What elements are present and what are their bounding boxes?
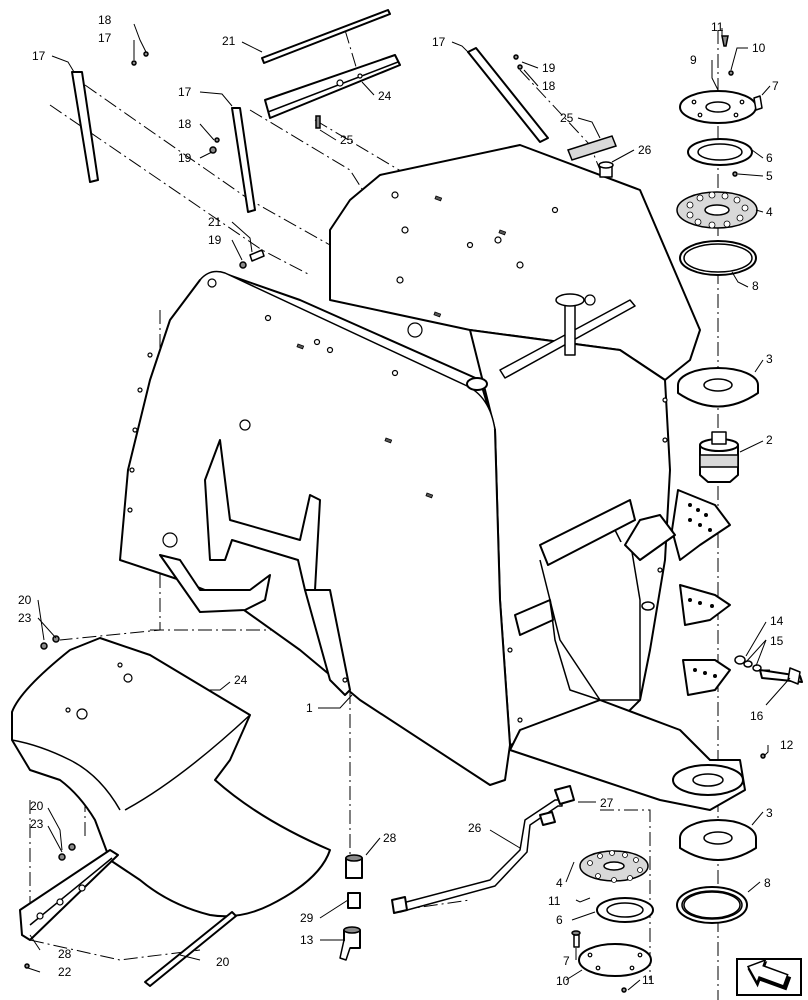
hydraulic-line — [339, 785, 575, 961]
callout-25-lower: 22 — [58, 965, 72, 979]
callout-19-top: 18 — [98, 13, 112, 27]
callout-18-right: 18 — [542, 79, 556, 93]
callout-8-lower: 8 — [764, 876, 771, 890]
next-page-arrow-icon[interactable] — [736, 958, 802, 996]
callout-7: 7 — [772, 79, 779, 93]
callout-6: 6 — [766, 151, 773, 165]
callout-17-right: 17 — [432, 35, 446, 49]
callout-9: 9 — [690, 53, 697, 67]
callout-3-lower: 3 — [766, 806, 773, 820]
callout-27: 24 — [234, 673, 248, 687]
callout-2: 2 — [766, 433, 773, 447]
callout-33: 29 — [300, 911, 314, 925]
post-parts — [71, 47, 549, 213]
callout-20-top: 19 — [208, 233, 222, 247]
callout-22: 21 — [208, 215, 222, 229]
callout-17-left: 17 — [32, 49, 46, 63]
callout-10: 10 — [752, 41, 766, 55]
callout-19-right: 19 — [542, 61, 556, 75]
callout-15: 15 — [770, 634, 784, 648]
callout-26: 26 — [638, 143, 652, 157]
small-plate — [567, 135, 617, 161]
bushing — [598, 161, 614, 178]
callout-31: 27 — [600, 796, 614, 810]
bearing-stack-bottom — [571, 819, 757, 977]
callout-30: 26 — [468, 821, 482, 835]
callout-24: 24 — [378, 89, 392, 103]
main-frame-weldment — [119, 144, 746, 811]
hardware — [24, 35, 803, 993]
callout-19-mid: 19 — [178, 151, 192, 165]
callout-11: 11 — [711, 20, 724, 34]
fender-panel — [11, 637, 331, 918]
callout-28: 28 — [58, 947, 72, 961]
callout-3: 3 — [766, 352, 773, 366]
arrow-glyph-icon — [746, 958, 792, 991]
callout-12: 12 — [780, 738, 794, 752]
callout-7-lower: 7 — [563, 954, 570, 968]
callout-11-lower: 11 — [642, 973, 655, 987]
callout-21-lower: 20 — [216, 955, 230, 969]
callout-25-top: 25 — [340, 133, 354, 147]
callout-32: 28 — [383, 831, 397, 845]
callout-1: 1 — [306, 701, 313, 715]
callout-5: 5 — [766, 169, 773, 183]
angle-bracket — [264, 54, 401, 119]
callout-17-mid: 17 — [178, 85, 192, 99]
callout-4-lower: 4 — [556, 876, 563, 890]
fender-bracket — [19, 849, 119, 941]
callout-9-lower: 10 — [556, 974, 570, 988]
callout-20-mid: 20 — [18, 593, 32, 607]
callout-4: 4 — [766, 205, 773, 219]
leader-lines — [27, 23, 791, 991]
callout-14: 14 — [770, 614, 784, 628]
callout-16: 16 — [750, 709, 764, 723]
callout-18-top: 17 — [98, 31, 112, 45]
callout-23-mid: 23 — [18, 611, 32, 625]
callout-29: 25 — [560, 111, 574, 125]
callout-10-lower: 11 — [548, 894, 561, 908]
callout-8: 8 — [752, 279, 759, 293]
callout-23-lower: 23 — [30, 817, 44, 831]
callout-21-top: 21 — [222, 34, 236, 48]
strip-parts — [144, 9, 391, 987]
callout-6-lower: 6 — [556, 913, 563, 927]
callout-13: 13 — [300, 933, 314, 947]
callout-20-lower: 20 — [30, 799, 44, 813]
callout-labels: 11 10 9 7 6 5 4 8 3 2 14 15 16 12 3 8 27… — [18, 13, 794, 988]
bearing-stack-top — [676, 90, 759, 483]
callout-18-mid: 18 — [178, 117, 192, 131]
frame-holes — [127, 191, 668, 723]
